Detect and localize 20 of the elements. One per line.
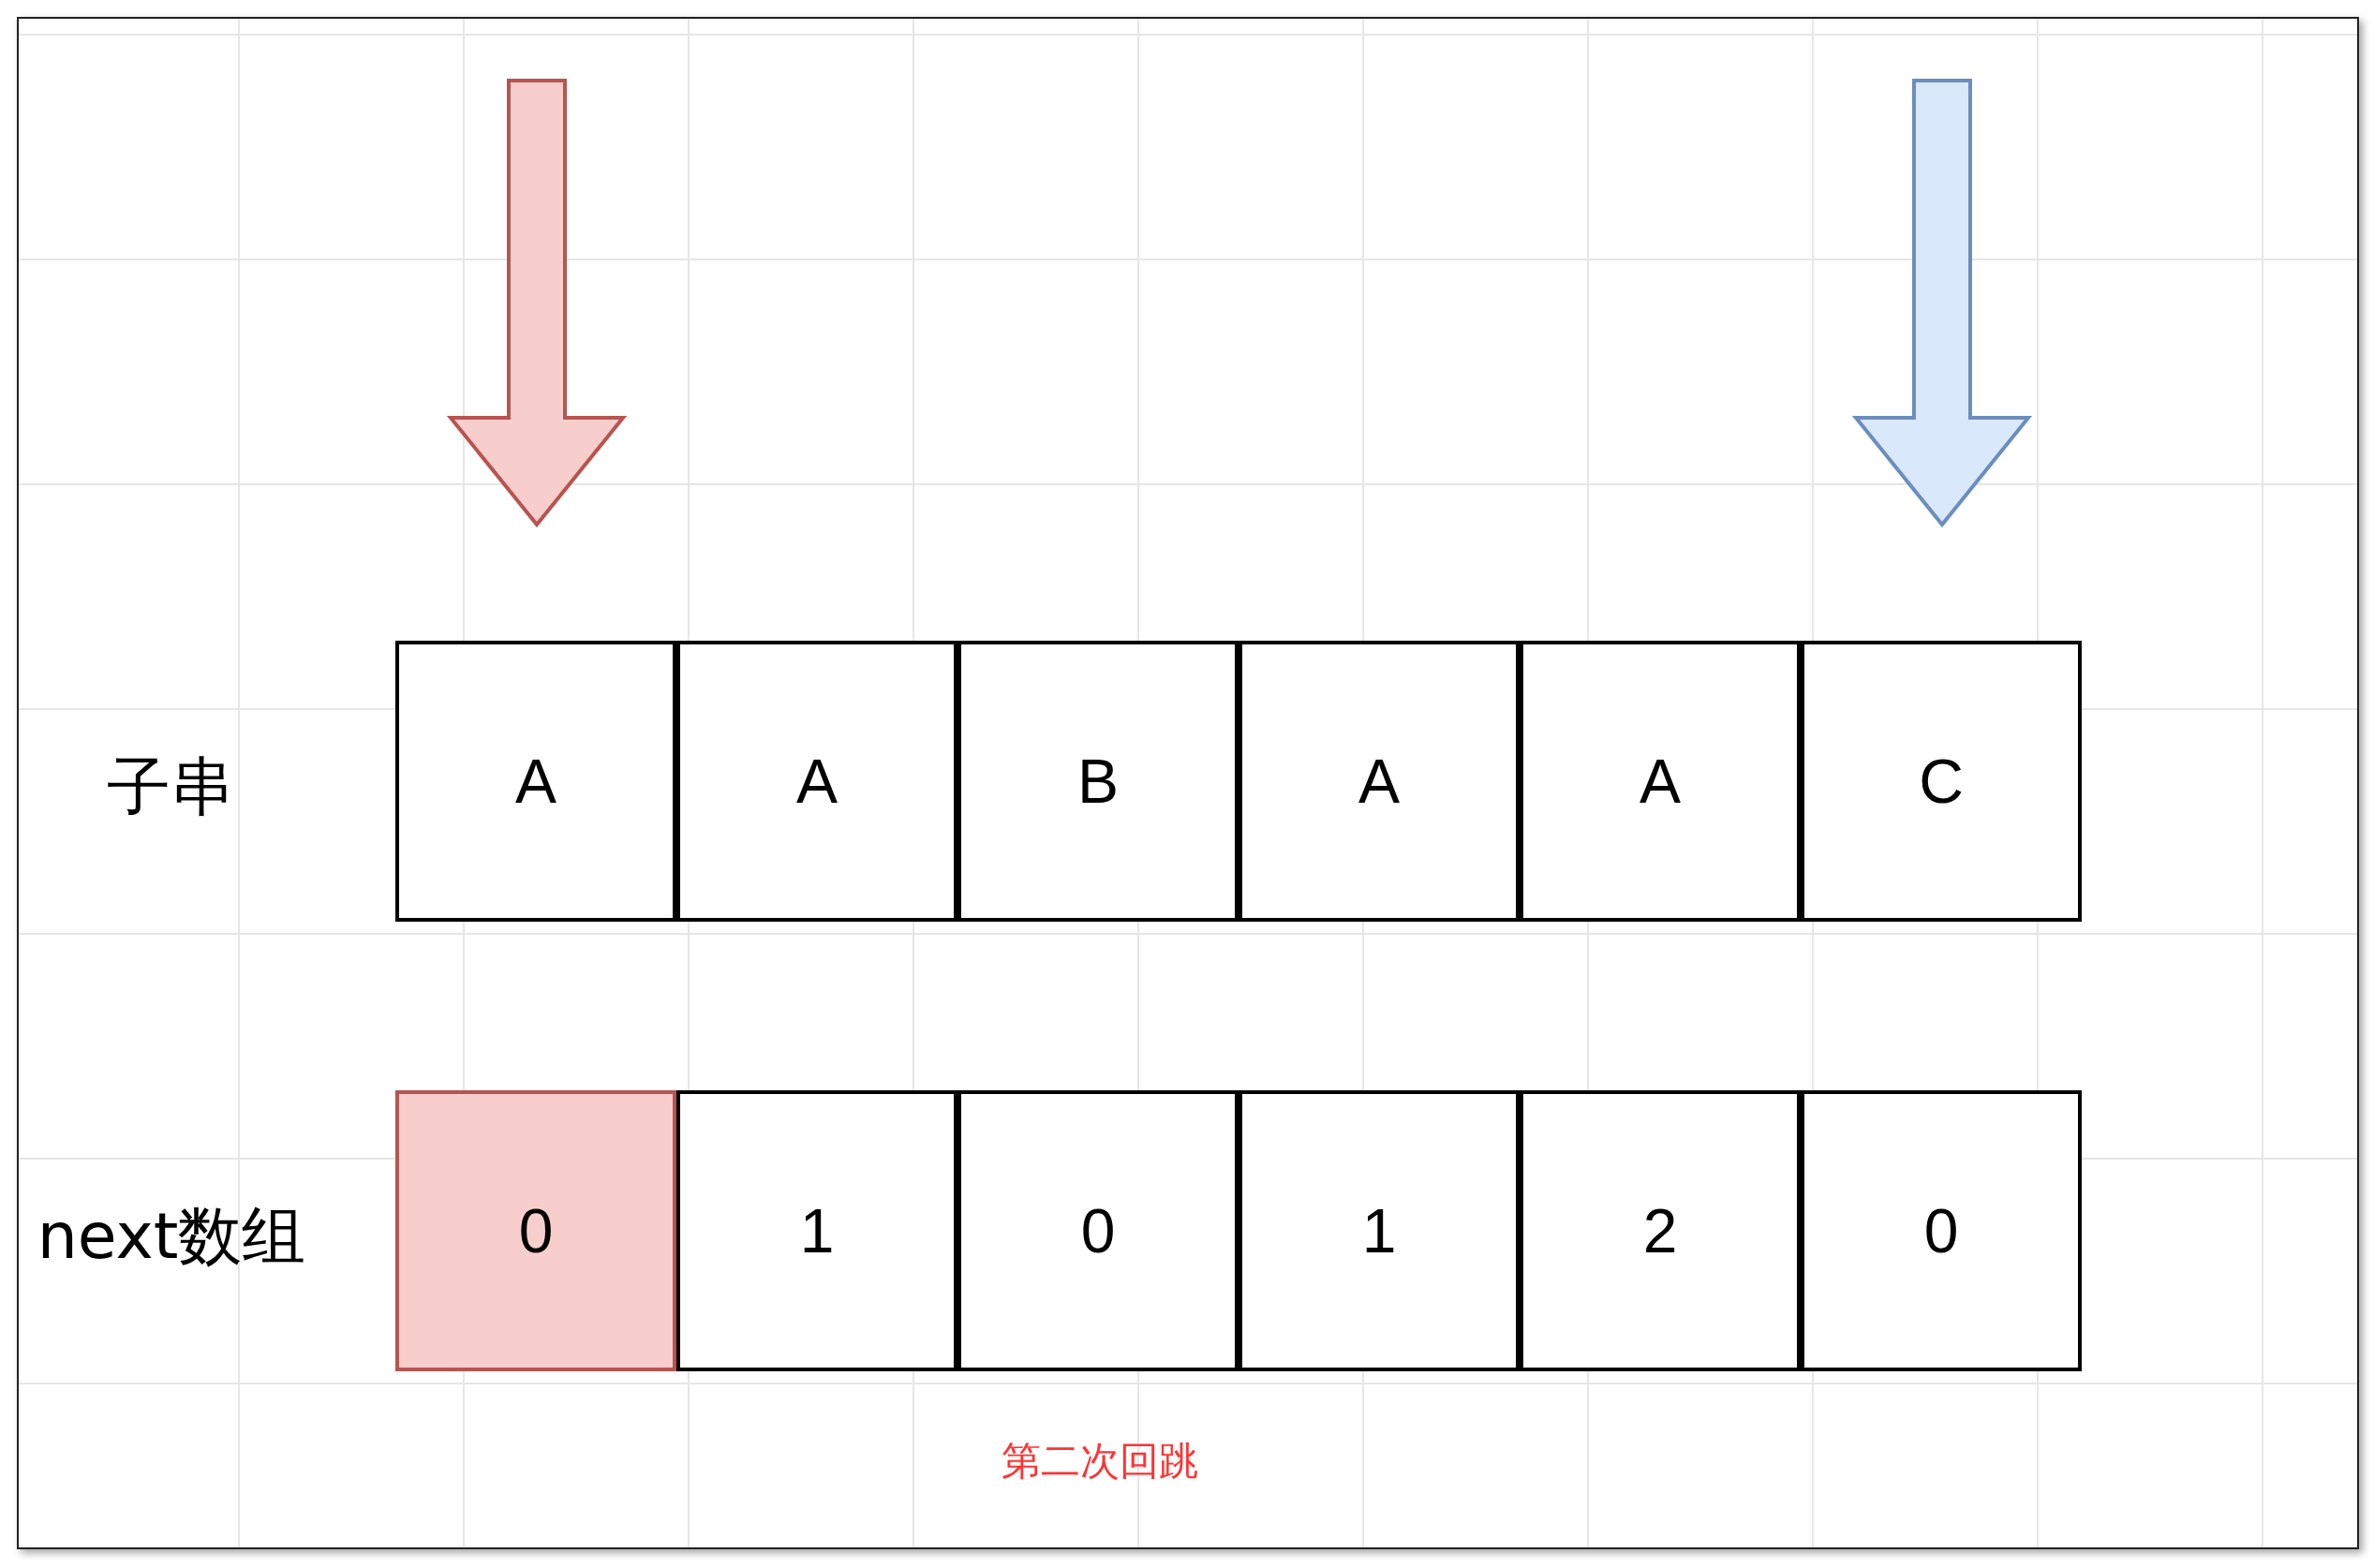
row-label: next数组: [37, 1205, 306, 1268]
cell-value: C: [1919, 750, 1964, 812]
row-label: 子串: [107, 755, 234, 819]
cell-value: 0: [518, 1200, 554, 1262]
array-cell: [676, 1090, 957, 1371]
cell-value: 2: [1642, 1200, 1678, 1262]
array-cell: [395, 641, 676, 922]
array-cell: [1801, 1090, 2082, 1371]
cell-value: A: [796, 750, 838, 812]
cell-value: 0: [1080, 1200, 1116, 1262]
cell-value: A: [1358, 750, 1400, 812]
cell-value: 1: [799, 1200, 835, 1262]
cell-value: A: [515, 750, 556, 812]
array-cell: [395, 1090, 676, 1371]
cell-value: B: [1077, 750, 1119, 812]
cell-value: 0: [1923, 1200, 1959, 1262]
cell-value: 1: [1361, 1200, 1397, 1262]
cell-value: A: [1640, 750, 1681, 812]
array-cell: [1801, 641, 2082, 922]
note-text: 第二次回跳: [1002, 1442, 1198, 1481]
